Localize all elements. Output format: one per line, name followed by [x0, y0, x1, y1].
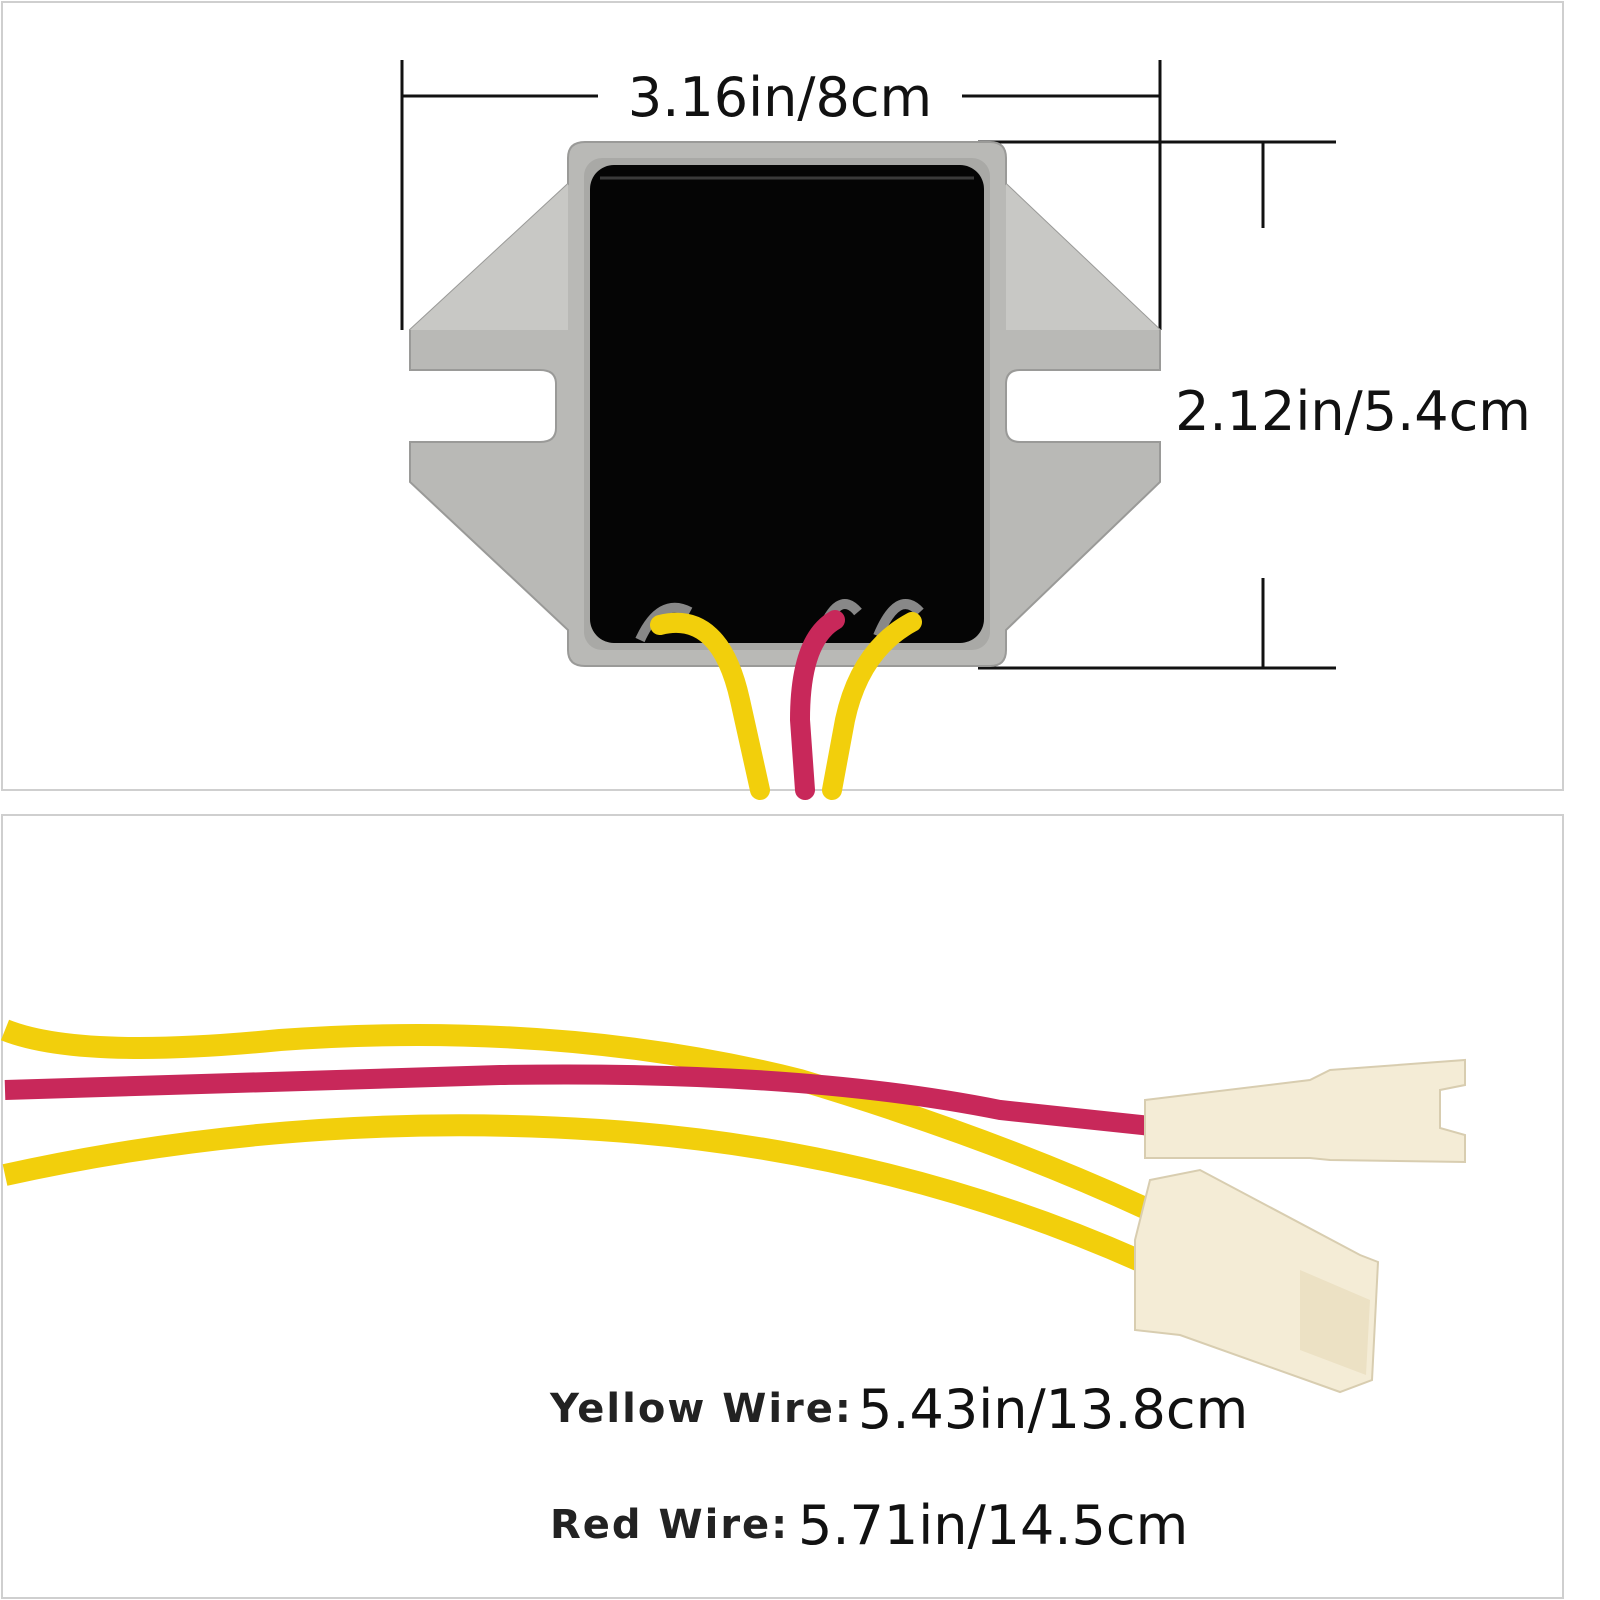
dimension-lines	[400, 60, 1336, 670]
voltage-regulator	[409, 141, 1161, 667]
bottom-panel	[1, 814, 1564, 1599]
wires-bottom	[0, 1019, 1172, 1280]
wires-top	[650, 610, 922, 800]
potting-body	[590, 165, 984, 643]
yellow-wire-length: 5.43in/13.8cm	[858, 1378, 1248, 1441]
height-dimension: 2.12in/5.4cm	[1175, 380, 1531, 443]
yellow-wire-label: Yellow Wire:	[549, 1386, 853, 1432]
red-wire-label: Red Wire:	[550, 1502, 789, 1548]
yellow-wire-connector	[1134, 1168, 1380, 1394]
red-wire-length: 5.71in/14.5cm	[798, 1494, 1188, 1557]
width-dimension: 3.16in/8cm	[628, 66, 932, 129]
red-wire-connector	[1144, 1058, 1466, 1164]
